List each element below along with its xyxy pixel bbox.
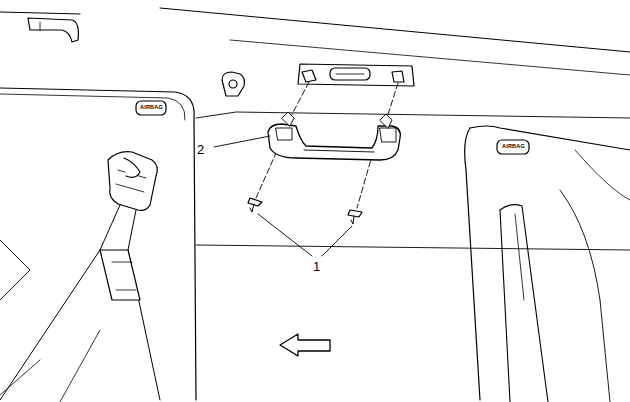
airbag-label: AIRBAG — [502, 144, 525, 150]
callout-number: 2 — [196, 143, 205, 156]
airbag-label: AIRBAG — [140, 105, 163, 111]
callout-number: 1 — [312, 260, 321, 273]
